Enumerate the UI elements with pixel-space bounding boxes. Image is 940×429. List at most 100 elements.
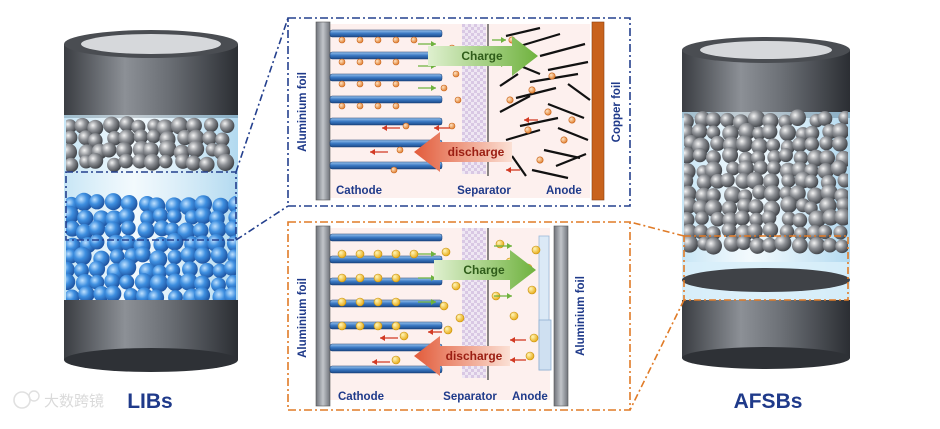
graphite-sheet [547, 60, 589, 72]
grey-particle [761, 210, 777, 226]
sodium-ion [337, 321, 347, 331]
blue-particle [210, 246, 228, 264]
grey-particle [684, 211, 695, 228]
lithium-ion [448, 122, 456, 130]
sodium-ion [355, 321, 365, 331]
grey-particle [187, 140, 205, 158]
blue-particle [109, 248, 125, 264]
grey-particle [792, 212, 808, 228]
sodium-ion [373, 321, 383, 331]
grey-particle [763, 185, 782, 203]
ion-arrowhead [501, 37, 506, 43]
graphite-sheet [519, 32, 561, 48]
blue-particle [152, 207, 169, 224]
grey-particle [804, 174, 819, 189]
grey-particle [762, 237, 778, 253]
grey-particle [724, 186, 742, 204]
grey-particle [118, 153, 134, 169]
sodium-ion [455, 313, 465, 323]
grey-particle [158, 140, 177, 158]
grey-particle [66, 157, 79, 173]
grey-particle [710, 135, 726, 151]
blue-particle [140, 210, 156, 226]
grey-particle [835, 239, 848, 254]
grey-particle [74, 117, 91, 134]
grey-particle [158, 154, 173, 169]
blue-particle [194, 206, 212, 225]
cathode-layer [329, 51, 443, 60]
blue-particle [177, 222, 196, 241]
blue-particle [77, 209, 94, 227]
lib-cell-label: LIBs [127, 390, 173, 413]
blue-particle [118, 208, 135, 225]
grey-particle [142, 142, 159, 159]
grey-particle [691, 123, 708, 139]
graphite-sheet [511, 155, 527, 177]
grey-particle [837, 173, 848, 188]
grey-particle [836, 197, 848, 213]
blue-particle [89, 234, 105, 250]
sodium-ion [373, 273, 383, 283]
ion-arrowhead [431, 85, 436, 91]
afsb-cathode-label: Cathode [338, 391, 384, 403]
lithium-ion [356, 58, 364, 66]
lithium-ion [374, 58, 382, 66]
grey-particle [722, 147, 739, 164]
grey-particle [721, 200, 738, 216]
afsb-discharge-label: discharge [446, 349, 503, 363]
grey-particle [820, 184, 838, 202]
grey-particle [132, 153, 148, 169]
grey-particle [766, 160, 781, 175]
lithium-ion [374, 36, 382, 44]
lithium-ion [356, 80, 364, 88]
blue-particle [123, 288, 139, 303]
lib-copper-foil-label: Copper foil [611, 82, 623, 143]
grey-particle [706, 188, 721, 203]
sodium-ion [355, 249, 365, 259]
grey-particle [793, 226, 808, 241]
grey-particle [832, 135, 848, 152]
grey-particle [748, 199, 764, 215]
blue-particle [119, 274, 135, 290]
sodium-ion [443, 325, 453, 335]
blue-particle [194, 247, 211, 264]
blue-particle [212, 263, 228, 279]
cathode-layer [329, 117, 443, 126]
blue-particle [208, 220, 227, 238]
ion-arrowhead [431, 251, 436, 257]
lithium-ion [338, 80, 346, 88]
grey-particle [774, 234, 792, 252]
grey-particle [817, 111, 833, 126]
lib-connector-top [235, 17, 289, 173]
grey-particle [215, 132, 230, 147]
sodium-ion [391, 249, 401, 259]
grey-particle [146, 129, 161, 144]
afsb-particles [684, 109, 848, 255]
afsb-mechanism-panel: Aluminium foil Aluminium foil Charge dis… [287, 221, 631, 411]
lithium-ion [396, 146, 404, 154]
grey-particle [696, 174, 713, 191]
afsb-sodium-plating-thick [538, 319, 552, 371]
cathode-layer [329, 255, 443, 264]
sodium-ion [337, 273, 347, 283]
lib-charge-arrow: Charge [428, 36, 538, 76]
grey-particle [736, 235, 751, 250]
blue-particle [149, 274, 169, 293]
lithium-ion [528, 86, 536, 94]
afsb-sodium-ions [337, 239, 541, 365]
grey-particle [133, 129, 149, 144]
lithium-ion [544, 108, 552, 116]
afsb-connector-top [629, 221, 685, 237]
sodium-ion [399, 331, 409, 341]
lib-particles [66, 116, 236, 307]
lib-top-terminal [81, 34, 221, 54]
afsb-charge-arrow: Charge [434, 250, 536, 290]
lithium-ion [410, 36, 418, 44]
blue-particle [89, 194, 105, 210]
grey-particle [735, 135, 753, 153]
lithium-ion [392, 80, 400, 88]
graphite-sheet [505, 26, 541, 38]
grey-particle [804, 136, 820, 152]
grey-particle [781, 211, 797, 227]
afsb-cell [682, 37, 850, 369]
